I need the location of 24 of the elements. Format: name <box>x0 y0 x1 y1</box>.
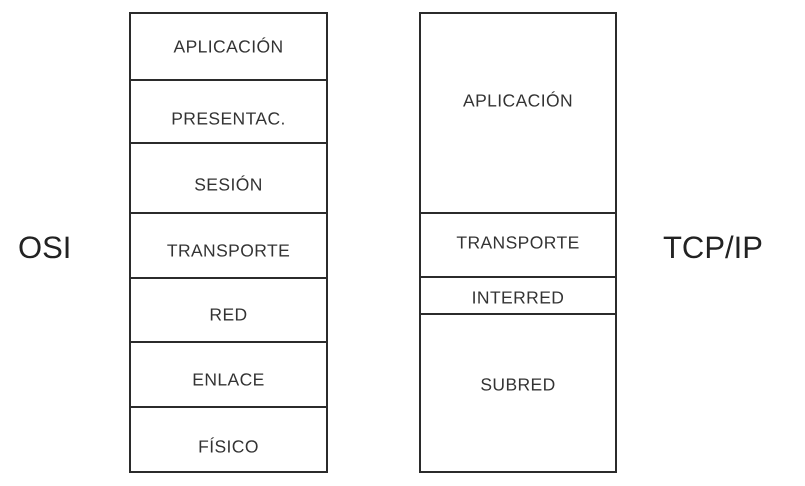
layer-box <box>129 212 328 279</box>
layer-box <box>419 12 617 214</box>
layer-name: SUBRED <box>479 374 557 396</box>
layer-box <box>129 341 328 408</box>
layer-box <box>129 277 328 343</box>
layer-box <box>129 79 328 144</box>
layer-box <box>419 313 617 473</box>
layer-name: TRANSPORTE <box>166 240 292 262</box>
layer-name: RED <box>208 304 249 326</box>
layer-name: PRESENTAC. <box>170 108 287 130</box>
layer-name: FÍSICO <box>197 436 260 458</box>
layer-name: TRANSPORTE <box>455 232 581 254</box>
layer-name: APLICACIÓN <box>462 90 574 112</box>
model-name: TCP/IP <box>663 230 763 266</box>
layer-box <box>419 276 617 315</box>
model-name: OSI <box>18 230 72 266</box>
layer-name: APLICACIÓN <box>172 36 284 57</box>
layer-box <box>129 406 328 473</box>
layer-name: INTERRED <box>470 287 566 308</box>
layer-name: SESIÓN <box>193 174 264 196</box>
layer-box <box>129 142 328 214</box>
layer-box <box>419 212 617 278</box>
layer-box <box>129 12 328 81</box>
layer-name: ENLACE <box>191 369 266 390</box>
